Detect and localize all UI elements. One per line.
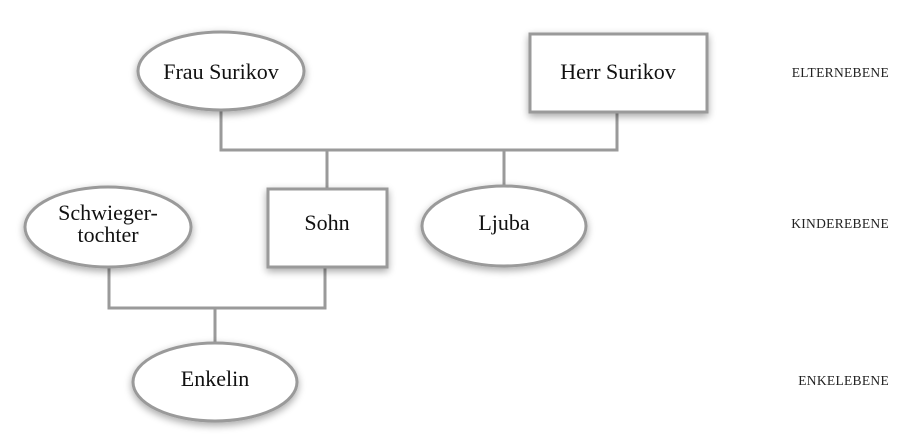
node-ljuba: Ljuba [420, 184, 588, 268]
node-label: Frau Surikov [163, 59, 279, 84]
node-schwiegertochter: Schwieger- tochter [23, 185, 193, 269]
node-label: Sohn [304, 210, 349, 235]
node-enkelin: Enkelin [131, 341, 299, 423]
level-label-children: KINDEREBENE [791, 216, 889, 231]
node-label: Ljuba [478, 210, 530, 235]
parents-connector [219, 110, 619, 152]
node-sohn: Sohn [266, 187, 389, 269]
level-label-grandchildren: ENKELEBENE [798, 373, 889, 388]
node-label: Herr Surikov [560, 59, 675, 84]
children-couple-connector [107, 266, 327, 310]
level-label-parents: ELTERNEBENE [792, 65, 889, 80]
node-herr-surikov: Herr Surikov [528, 32, 709, 114]
node-label: tochter [77, 222, 139, 247]
node-label: Enkelin [181, 366, 249, 391]
node-label: Schwieger- [58, 200, 158, 225]
node-frau-surikov: Frau Surikov [136, 30, 306, 112]
